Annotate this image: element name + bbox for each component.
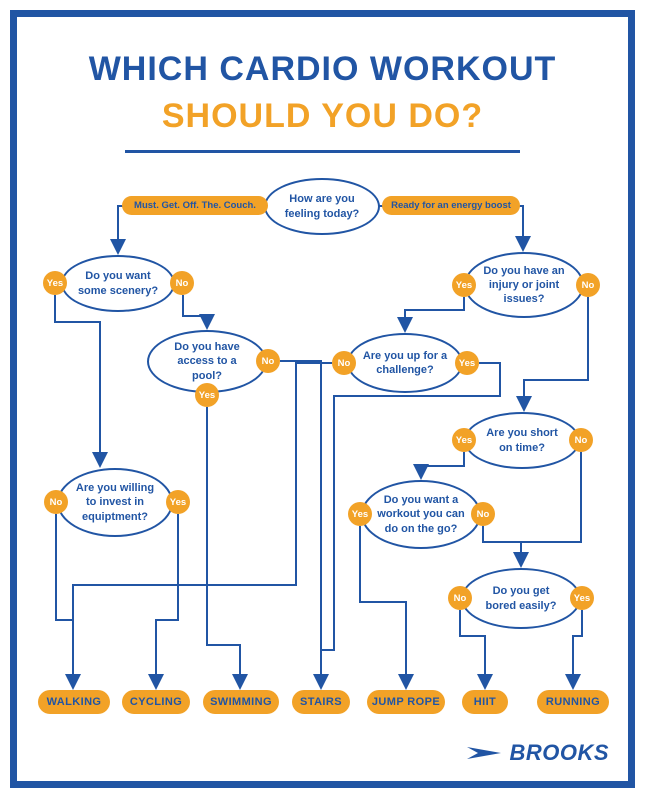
node-challenge: Are you up for a challenge?	[347, 333, 463, 393]
edge-challenge-yes-stairs	[321, 362, 501, 651]
edge-shorttime-yes-onthego	[413, 452, 465, 480]
answer-yes-injury: Yes	[452, 273, 476, 297]
edge-equipment-no-walking	[55, 514, 81, 690]
brooks-chevron-icon	[467, 747, 502, 759]
edge-scenery-no-pool	[182, 295, 215, 330]
brooks-logo-text: BROOKS	[509, 740, 609, 765]
title-divider	[125, 150, 520, 153]
answer-no-injury: No	[576, 273, 600, 297]
edge-challenge-no-walking	[72, 362, 332, 622]
edge-injury-no-shorttime	[516, 297, 589, 412]
answer-no-on-the-go: No	[471, 502, 495, 526]
edge-pool-yes-swimming	[206, 407, 248, 690]
answer-no-equipment: No	[44, 490, 68, 514]
outcome-stairs: STAIRS	[292, 690, 350, 714]
page-title-line1: WHICH CARDIO WORKOUT	[88, 50, 557, 88]
edge-shorttime-no-bored	[513, 452, 582, 568]
outcome-jump-rope: JUMP ROPE	[367, 690, 445, 714]
node-short-time: Are you short on time?	[464, 412, 580, 469]
node-scenery: Do you want some scenery?	[61, 255, 175, 312]
answer-no-pool: No	[256, 349, 280, 373]
node-bored: Do you get bored easily?	[461, 568, 581, 629]
brooks-logo: BROOKS	[467, 740, 609, 766]
answer-no-short-time: No	[569, 428, 593, 452]
edge-onthego-yes-jumprope	[359, 526, 414, 690]
edge-injury-yes-challenge	[397, 297, 465, 333]
node-on-the-go: Do you want a workout you can do on the …	[361, 480, 481, 549]
outcome-swimming: SWIMMING	[203, 690, 279, 714]
answer-yes-bored: Yes	[570, 586, 594, 610]
branch-label-couch: Must. Get. Off. The. Couch.	[122, 196, 268, 215]
answer-yes-short-time: Yes	[452, 428, 476, 452]
branch-label-energy: Ready for an energy boost	[382, 196, 520, 215]
edge-bored-no-hiit	[459, 610, 493, 690]
edge-bored-yes-running	[565, 610, 583, 690]
edge-equipment-yes-cycling	[148, 514, 179, 690]
answer-yes-on-the-go: Yes	[348, 502, 372, 526]
outcome-walking: WALKING	[38, 690, 110, 714]
answer-yes-challenge: Yes	[455, 351, 479, 375]
node-start: How are you feeling today?	[264, 178, 380, 235]
outcome-cycling: CYCLING	[122, 690, 190, 714]
answer-no-bored: No	[448, 586, 472, 610]
answer-yes-equipment: Yes	[166, 490, 190, 514]
answer-no-scenery: No	[170, 271, 194, 295]
page-title-line2: SHOULD YOU DO?	[161, 97, 484, 135]
outcome-hiit: HIIT	[462, 690, 508, 714]
edge-onthego-no-bored	[482, 526, 523, 543]
node-injury: Do you have an injury or joint issues?	[464, 252, 584, 318]
edge-pool-no-stairs	[280, 360, 329, 690]
answer-yes-scenery: Yes	[43, 271, 67, 295]
outcome-running: RUNNING	[537, 690, 609, 714]
answer-no-challenge: No	[332, 351, 356, 375]
node-equipment: Are you willing to invest in equiptment?	[57, 468, 173, 537]
answer-yes-pool: Yes	[195, 383, 219, 407]
edge-scenery-yes-equipment	[54, 295, 108, 468]
